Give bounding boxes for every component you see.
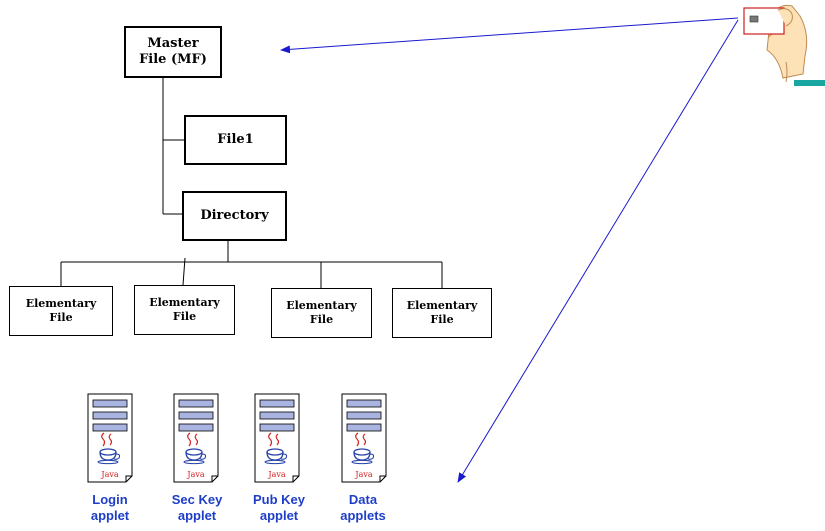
applet-icon-data: [342, 394, 386, 482]
java-logo-text-1: Java: [101, 470, 119, 479]
applet-label-data: Data applets: [340, 492, 386, 523]
java-logo-text-4: Java: [355, 470, 373, 479]
hand-holding-smart-card-icon: [743, 4, 825, 86]
applet-icon-sec-key: [174, 394, 218, 482]
file1-box: File1: [184, 115, 287, 165]
tree-connectors: [60, 78, 443, 288]
applet-label-login: Login applet: [90, 492, 130, 523]
applet-icon-pub-key: [255, 394, 299, 482]
java-logo-text-2: Java: [187, 470, 205, 479]
applet-label-pub-key: Pub Key applet: [252, 492, 305, 523]
elementary-file-box-1: Elementary File: [9, 286, 113, 336]
smart-card-chip-icon: [749, 15, 759, 23]
card-arrows: [280, 17, 739, 483]
arrow-to-master-file: [280, 17, 739, 54]
elementary-file-box-3: Elementary File: [271, 288, 372, 338]
master-file-box: Master File (MF): [124, 26, 222, 78]
directory-box: Directory: [182, 191, 287, 241]
applet-icon-login: [88, 394, 132, 482]
arrow-to-applets: [457, 19, 739, 483]
applet-label-sec-key: Sec Key applet: [171, 492, 223, 523]
java-logo-text-3: Java: [268, 470, 286, 479]
elementary-file-box-4: Elementary File: [392, 288, 492, 338]
elementary-file-box-2: Elementary File: [134, 285, 235, 335]
